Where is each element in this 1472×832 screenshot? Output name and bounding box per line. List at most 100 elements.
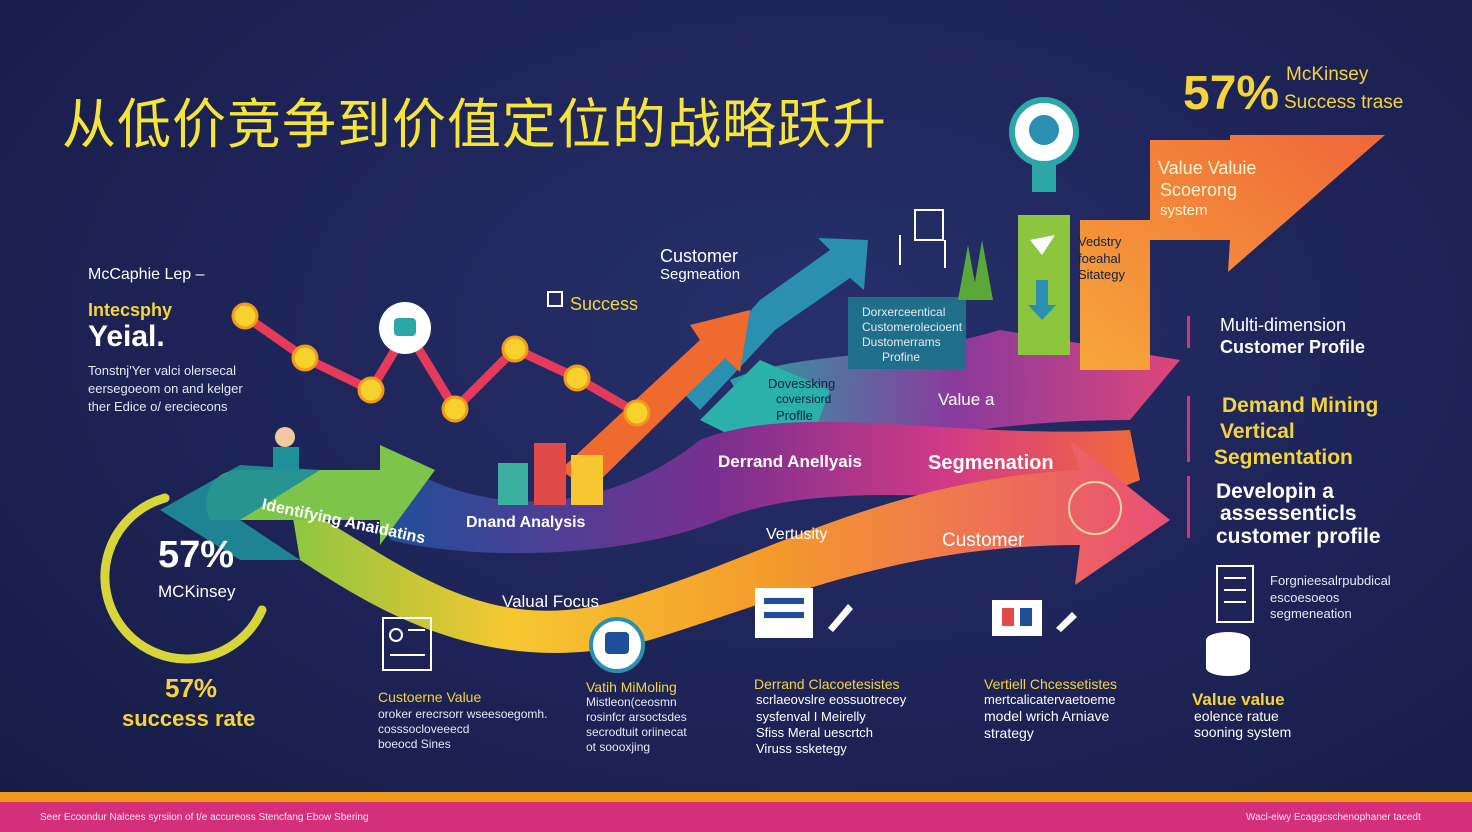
right-divider-1 xyxy=(1187,316,1190,348)
col-1-title: Custoerne Value xyxy=(378,689,482,705)
arrow-text-1: Value Valuie xyxy=(1158,158,1257,178)
customer-seg-1: Customer xyxy=(660,246,739,266)
col-3-line-1: scrlaeovslre eossuotrecey xyxy=(756,692,907,707)
success-label-mid: Success xyxy=(570,294,639,314)
col-2-line-4: ot soooxjing xyxy=(586,740,651,754)
orange-up-arrow xyxy=(560,310,750,490)
right-item-1-line-2: Customer Profile xyxy=(1220,337,1366,357)
right-small-2: escoesoeos xyxy=(1270,590,1340,605)
page-title: 从低价竞争到价值定位的战略跃升 xyxy=(62,93,887,156)
person-icon xyxy=(273,427,299,471)
ribbon-demand-analysis-2: Derrand Anellyais xyxy=(718,452,862,471)
right-divider-2 xyxy=(1187,396,1190,462)
left-body-1: Tonstnj'Yer valci olersecal xyxy=(88,363,236,378)
col-1-line-3: boeocd Sines xyxy=(378,737,451,751)
dark-box-2: Customerolecioent xyxy=(862,320,963,334)
col-3-title: Derrand Clacoetesistes xyxy=(754,676,900,692)
success-percent: 57% xyxy=(165,673,218,703)
footer-right-text: Wacl-eiwy Ecaggcschenophaner tacedt xyxy=(1246,812,1421,823)
customer-seg-2: Segmeation xyxy=(660,266,741,283)
right-value-1: Value value xyxy=(1192,690,1285,709)
dark-box-4: Profine xyxy=(882,350,921,364)
arrow-text-3: system xyxy=(1160,202,1208,219)
ring-label: MCKinsey xyxy=(158,582,236,601)
footer-bar xyxy=(0,802,1472,832)
right-item-3-line-1: Developin a xyxy=(1216,480,1334,503)
success-checkbox xyxy=(547,291,563,307)
right-small-3: segmeneation xyxy=(1270,606,1352,621)
col-4-line-1: mertcalicatervaetoeme xyxy=(984,692,1116,707)
ring-percent: 57% xyxy=(158,534,235,576)
right-item-3-line-3: customer profile xyxy=(1216,525,1381,548)
col-2-title: Vatih MiMoling xyxy=(586,679,677,695)
book-bars-icon xyxy=(498,443,603,505)
down-arrow-icon xyxy=(1028,280,1056,320)
ribbon-value-a: Value a xyxy=(938,390,995,409)
col-2-line-1: Mistleon(ceosmn xyxy=(586,695,677,709)
dark-teal-box xyxy=(848,297,966,369)
success-label: success rate xyxy=(122,706,256,731)
col-3-line-2: sysfenval I Meirelly xyxy=(756,709,866,724)
ribbon-segmentation: Segmenation xyxy=(928,452,1054,474)
left-body-2: eersegoeom on and kelger xyxy=(88,381,243,396)
arrow-text-2: Scoerong xyxy=(1160,180,1238,200)
right-item-2-line-1: Demand Mining xyxy=(1222,394,1379,417)
right-item-3-line-2: assessenticls xyxy=(1220,502,1357,525)
top-right-percent: 57% xyxy=(1183,67,1280,120)
database-icon xyxy=(1206,632,1250,676)
ribbon-customer: Customer xyxy=(942,530,1025,551)
right-value-3: sooning system xyxy=(1194,724,1292,740)
right-divider-3 xyxy=(1187,476,1190,538)
ribbon-vertusity: Vertusity xyxy=(766,526,828,543)
report-icon xyxy=(1216,565,1254,623)
progress-ring xyxy=(100,493,267,664)
col-1-line-2: cosssocloveeecd xyxy=(378,722,470,736)
col-3-line-3: Sfiss Meral uescrtch xyxy=(756,725,874,740)
green-spikes xyxy=(958,240,993,300)
vertical-box-2: foeahal xyxy=(1078,251,1121,266)
left-heading: McCaphie Lep – xyxy=(88,266,205,283)
network-icon xyxy=(1068,481,1122,535)
lab-icon xyxy=(899,209,946,268)
document-icon xyxy=(382,617,432,671)
col-1-line-1: oroker erecrsorr wseesoegomh. xyxy=(378,707,548,721)
col-4-line-3: strategy xyxy=(984,725,1034,741)
top-right-label-2: Success trase xyxy=(1284,92,1404,113)
col-4-line-2: model wrich Arniave xyxy=(984,708,1110,724)
pen-icon xyxy=(828,604,853,632)
ribbon-middle xyxy=(380,421,1140,554)
footer-left-text: Seer Ecoondur Nalcees syrsiion of t/e ac… xyxy=(40,812,369,823)
top-right-label-1: McKinsey xyxy=(1286,64,1369,85)
left-big: Yeial. xyxy=(88,320,165,353)
ribbon-down-profile-1: Dovessking xyxy=(768,376,836,391)
triangle-icon xyxy=(1030,235,1055,255)
right-small-1: Forgnieesalrpubdical xyxy=(1270,573,1391,588)
big-orange-arrow xyxy=(1080,135,1385,370)
left-body-3: ther Edice o/ ereciecons xyxy=(88,399,228,414)
col-3-line-4: Viruss ssketegy xyxy=(756,741,847,756)
left-teal-arrow xyxy=(160,465,320,560)
dark-box-3: Dustomerrams xyxy=(862,335,941,349)
right-value-2: eolence ratue xyxy=(1194,708,1279,724)
col-2-line-3: secrodtuit oriinecat xyxy=(586,725,687,739)
ribbon-value-focus: Valual Focus xyxy=(502,592,600,611)
vertical-box-3: Sitategy xyxy=(1078,267,1125,282)
vertical-box-1: Vedstry xyxy=(1078,234,1122,249)
left-sub: Intecsphy xyxy=(88,300,173,320)
right-item-1-line-1: Multi-dimension xyxy=(1220,315,1347,335)
device-icon xyxy=(992,600,1042,636)
teal-up-arrow xyxy=(680,238,868,410)
ribbon-down-profile-3: Proflle xyxy=(776,408,813,423)
pencil-icon xyxy=(1056,612,1077,632)
col-2-line-2: rosinfcr arsoctsdes xyxy=(586,710,687,724)
dark-box-1: Dorxerceentical xyxy=(862,305,946,319)
right-item-2-line-2: Vertical xyxy=(1220,420,1295,443)
ribbon-down-profile-2: coversiord xyxy=(776,392,832,406)
col-4-title: Vertiell Chcessetistes xyxy=(984,676,1118,692)
right-item-2-line-3: Segmentation xyxy=(1214,446,1353,469)
clipboard-icon xyxy=(755,588,813,638)
ribbon-main xyxy=(290,440,1170,653)
ribbon-demand-analysis: Dnand Analysis xyxy=(466,514,586,531)
footer-orange-bar xyxy=(0,792,1472,802)
